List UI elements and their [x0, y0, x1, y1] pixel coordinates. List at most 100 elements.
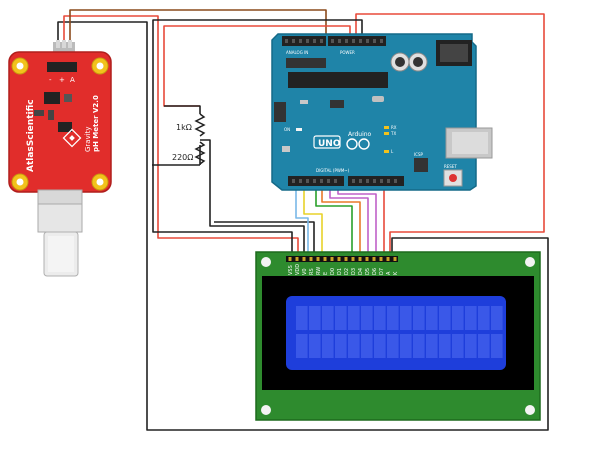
lcd-pin-pad — [358, 257, 362, 261]
lcd-cell — [296, 306, 308, 330]
arduino-uno-board: ANALOG IN POWER UNO Arduino ON TX RX L — [271, 33, 493, 191]
lcd-cell — [426, 306, 438, 330]
smd-chip-2 — [330, 100, 344, 108]
lcd-pin-pad — [295, 257, 299, 261]
wire-d6 — [329, 186, 369, 260]
usb-port-inner — [452, 132, 488, 154]
rx-label: RX — [391, 125, 397, 130]
lcd-cell — [322, 306, 334, 330]
lcd-pin-pad — [372, 257, 376, 261]
lcd-pin-label: D7 — [379, 268, 385, 275]
lcd-pin-pad — [351, 257, 355, 261]
ph-chip-2 — [64, 94, 72, 102]
bnc-base — [37, 189, 83, 205]
ph-chip-3 — [58, 122, 72, 132]
uno-label: UNO — [318, 139, 341, 149]
wire-gnd — [152, 19, 363, 260]
mount-hole-tr-inner — [96, 62, 104, 70]
lcd-cell — [439, 306, 451, 330]
ph-brand-text: AtlasScientific — [26, 99, 36, 172]
lcd-pin-pad — [386, 257, 390, 261]
ph-product-name: pH Meter V2.0 — [92, 95, 100, 152]
analog-header-label: ANALOG IN — [286, 50, 308, 55]
ph-product-line: Gravity — [84, 126, 92, 152]
lcd-pin-pad — [309, 257, 313, 261]
dc-jack-inner — [440, 44, 468, 62]
bnc-barrel-shine — [48, 236, 74, 272]
power-header — [328, 36, 386, 46]
lcd-cell — [387, 334, 399, 358]
icsp-right-header — [414, 158, 428, 172]
lcd-cell — [361, 334, 373, 358]
lcd-pin-pad — [288, 257, 292, 261]
l-label: L — [391, 149, 394, 154]
wire-d5 — [321, 186, 361, 260]
lcd-pin-header — [286, 256, 398, 262]
lcd-pin-label: D1 — [337, 268, 343, 275]
ph-pin-label-minus: - — [49, 76, 52, 84]
lcd-pin-pad — [323, 257, 327, 261]
mount-hole-bl-inner — [16, 178, 24, 186]
lcd-pin-pad — [337, 257, 341, 261]
lcd-pin-pad — [330, 257, 334, 261]
resistor-1k-icon — [194, 113, 206, 137]
wire-res-top — [164, 105, 201, 114]
wire-5v — [355, 13, 545, 260]
icsp-left-header — [274, 102, 286, 122]
resistor-divider: 1kΩ 220Ω — [172, 113, 206, 165]
smd-part-3 — [282, 146, 290, 152]
lcd-cell — [374, 334, 386, 358]
smd-part-1 — [300, 100, 308, 104]
lcd-pin-label: V0 — [302, 268, 308, 275]
lcd-pin-pad — [393, 257, 397, 261]
lcd-cell — [452, 334, 464, 358]
wire-d4 — [315, 186, 353, 260]
power-header-label: POWER — [340, 50, 355, 55]
wire-ph-analog — [69, 9, 327, 46]
rx-led — [384, 126, 389, 129]
ph-chip-1 — [44, 92, 60, 104]
digital-header-pins — [292, 179, 397, 183]
lcd-cell — [413, 334, 425, 358]
lcd-pin-pads — [288, 257, 397, 261]
lcd-hole-br — [525, 405, 535, 415]
lcd-cell — [322, 334, 334, 358]
lcd-cell — [465, 306, 477, 330]
bnc-body — [37, 203, 83, 233]
lcd-cell — [361, 306, 373, 330]
lcd-cell — [465, 334, 477, 358]
lcd-cell — [387, 306, 399, 330]
lcd-cell — [348, 334, 360, 358]
lcd-pin-pad — [365, 257, 369, 261]
uno-badge — [313, 135, 341, 149]
chip-socket — [286, 58, 326, 68]
lcd-pin-label: VSS — [288, 265, 294, 275]
tx-led — [384, 132, 389, 135]
lcd-pin-label: E — [323, 272, 329, 275]
lcd-pin-pad — [302, 257, 306, 261]
reset-button-cap[interactable] — [449, 174, 457, 182]
lcd-pin-label: D4 — [358, 268, 364, 275]
ph-smd-2 — [48, 110, 54, 120]
resistor-220-icon — [194, 141, 206, 165]
wire-ph-plus — [63, 15, 299, 260]
ph-sensor-module: - + A AtlasScientific Gravity pH Meter V… — [8, 40, 112, 277]
lcd-cell — [452, 306, 464, 330]
ph-smd-1 — [34, 110, 44, 116]
lcd-cell — [296, 334, 308, 358]
lcd-character-cells — [296, 306, 503, 358]
lcd-cell — [491, 306, 503, 330]
capacitor-1-top — [395, 57, 405, 67]
lcd-pin-label: RW — [316, 267, 322, 275]
lcd-pin-label: D5 — [365, 268, 371, 275]
icsp-label: ICSP — [414, 152, 424, 157]
arduino-brand-label: Arduino — [348, 131, 372, 138]
reset-label: RESET — [444, 164, 457, 169]
lcd-pin-label: RS — [309, 268, 315, 275]
wires — [57, 9, 549, 431]
mount-hole-br-inner — [96, 178, 104, 186]
